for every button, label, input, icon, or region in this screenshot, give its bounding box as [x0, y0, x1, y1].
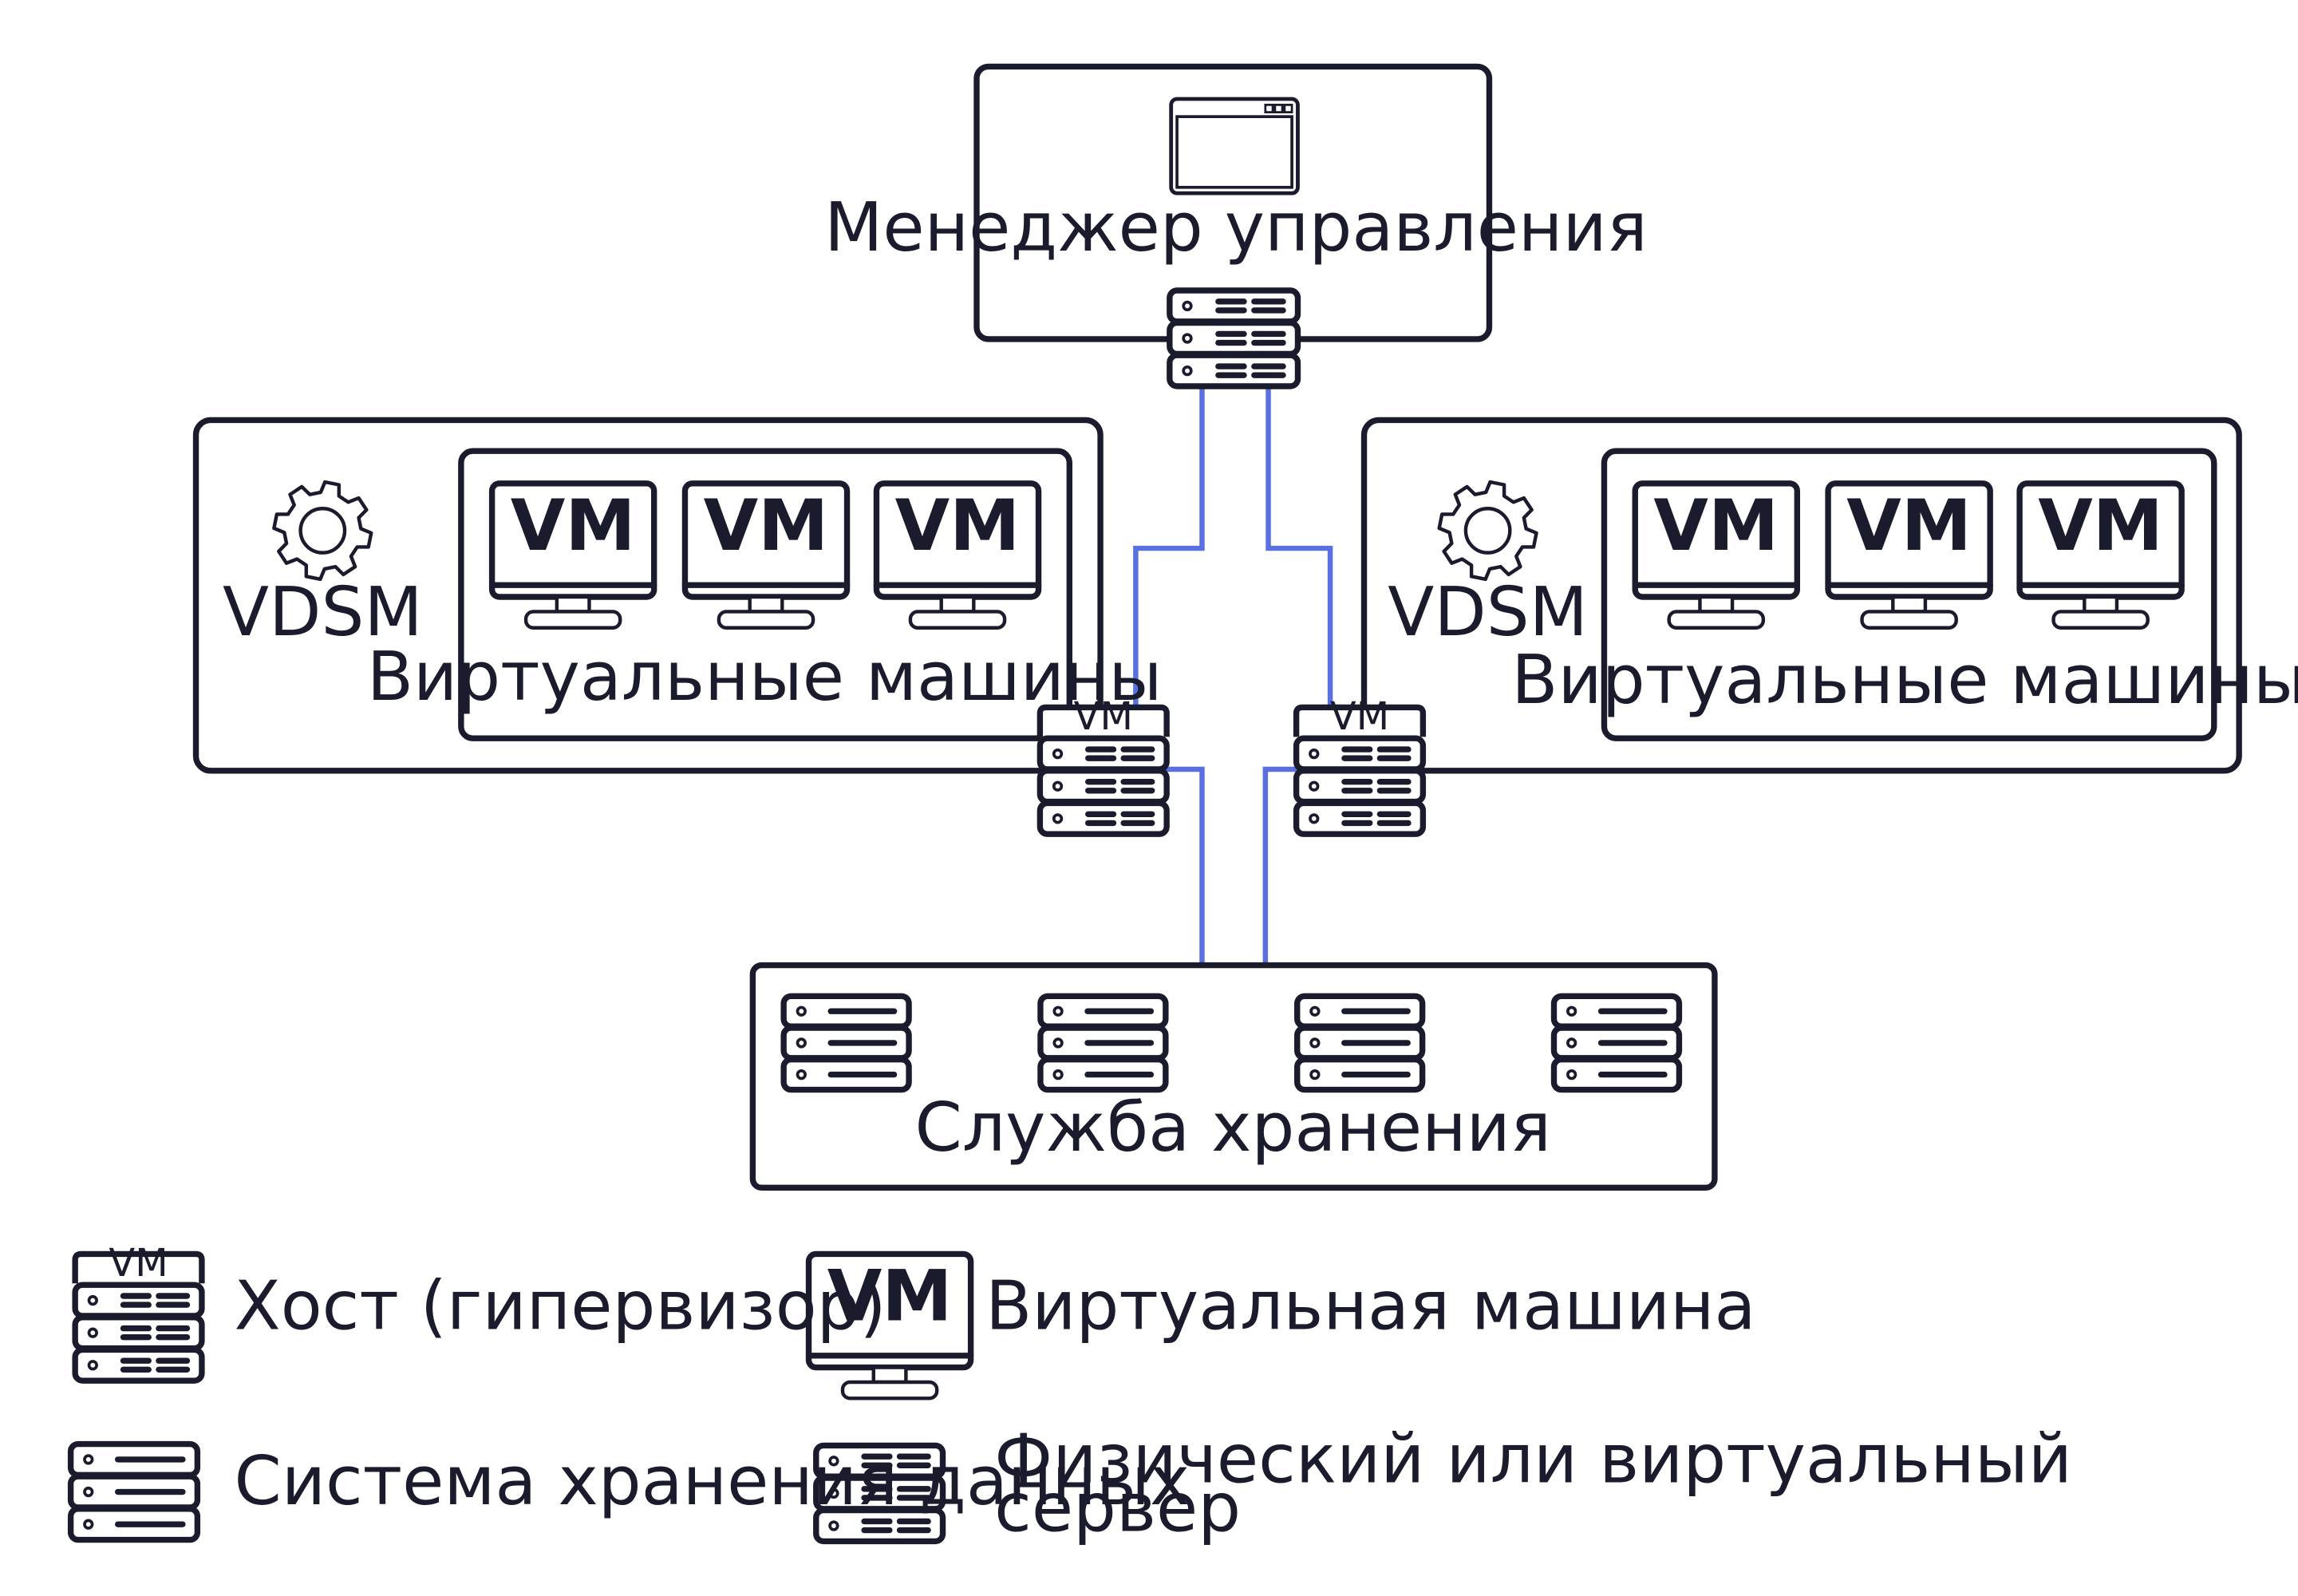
vm-monitor-icon-right-2-label: VM [1846, 484, 1972, 567]
vm-monitor-icon-right-1: VM [1632, 480, 1800, 630]
link-manager-host-left [1133, 386, 1205, 711]
manager-label: Менеджер управления [824, 188, 1648, 267]
vm-monitor-icon-left-1-label: VM [511, 484, 636, 567]
vm-monitor-icon-left-3: VM [873, 480, 1042, 630]
gear-icon-left [272, 480, 373, 582]
vm-monitor-icon-right-3-label: VM [2038, 484, 2163, 567]
icons: VM VM VM VM VM VM VM VM VM VM [67, 97, 2185, 1545]
vdsm-label-left: VDSM [223, 573, 423, 652]
link-host-left-storage [1163, 766, 1205, 966]
storage-icon-3 [1294, 993, 1426, 1093]
legend-hypervisor-host-icon-tab-label: VM [109, 1241, 168, 1286]
storage-icon-2 [1037, 993, 1169, 1093]
vdsm-label-right: VDSM [1388, 573, 1588, 652]
legend-vm-label: Виртуальная машина [985, 1267, 1755, 1346]
vm-monitor-icon-right-2: VM [1825, 480, 1993, 630]
legend-host-label: Хост (гипервизор) [235, 1267, 886, 1346]
connection-lines [1133, 386, 1333, 966]
vm-monitor-icon-left-1: VM [488, 480, 657, 630]
vm-monitor-icon-right-1-label: VM [1653, 484, 1779, 567]
vm-monitor-icon-right-3: VM [2016, 480, 2185, 630]
link-manager-host-right [1265, 386, 1333, 711]
hypervisor-host-icon-right-tab-label: VM [1330, 694, 1389, 739]
storage-icon-1 [780, 993, 912, 1093]
vm-group-label-left: Виртуальные машины [367, 638, 1163, 717]
legend-server-label-line1: Физический или виртуальный [994, 1420, 2072, 1499]
storage-label: Служба хранения [915, 1088, 1551, 1167]
manager-server-icon [1167, 287, 1301, 389]
gear-icon-right [1437, 480, 1538, 582]
vm-monitor-icon-left-2-label: VM [704, 484, 829, 567]
legend-vm-monitor-icon: VM [805, 1250, 974, 1400]
legend-vm-monitor-icon-label: VM [827, 1254, 953, 1337]
browser-window-icon [1169, 97, 1300, 196]
link-host-right-storage [1262, 766, 1302, 966]
storage-icon-4 [1550, 993, 1683, 1093]
labels: Менеджер управления VDSM VDSM Виртуальны… [223, 188, 2298, 1547]
vm-monitor-icon-left-3-label: VM [895, 484, 1021, 567]
legend-server-label-line2: сервер [994, 1468, 1241, 1547]
legend-storage-label: Система хранения данных [235, 1442, 1190, 1521]
legend-hypervisor-host-icon: VM [72, 1241, 205, 1384]
legend-storage-icon [67, 1440, 201, 1543]
vm-monitor-icon-left-2: VM [681, 480, 851, 630]
vm-group-label-right: Виртуальные машины [1511, 641, 2298, 720]
storage-box [749, 962, 1718, 1191]
hypervisor-host-icon-left: VM [1036, 694, 1170, 837]
legend-server-icon [813, 1442, 946, 1545]
hypervisor-host-icon-left-tab-label: VM [1074, 694, 1133, 739]
hypervisor-host-icon-right: VM [1293, 694, 1427, 837]
